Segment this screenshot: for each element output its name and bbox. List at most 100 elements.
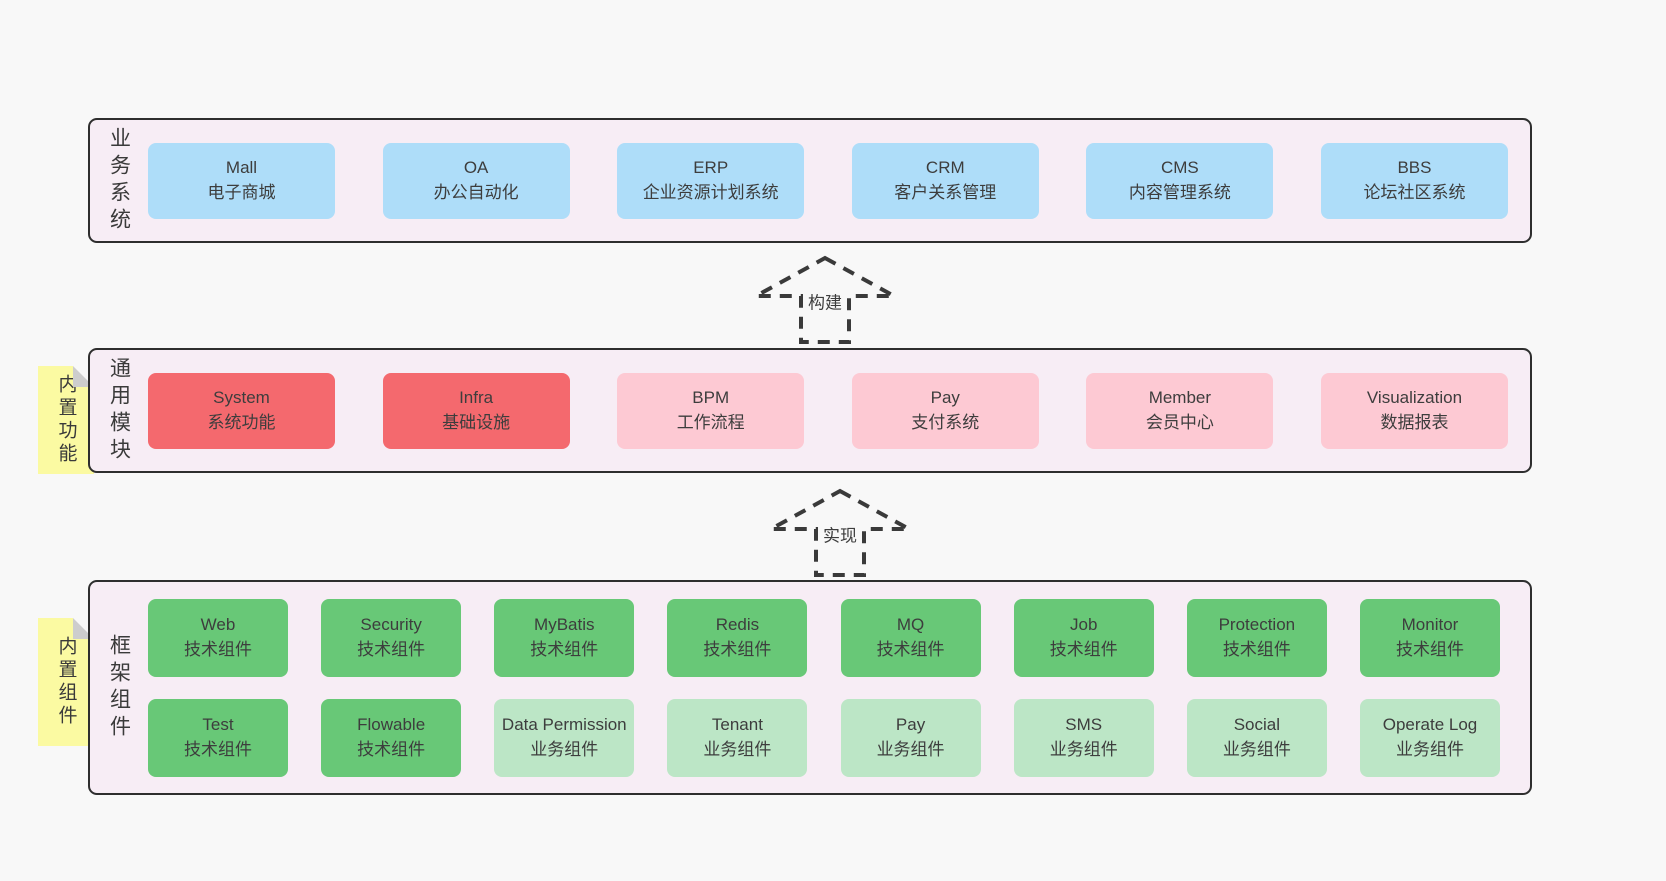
box-sms: SMS 业务组件 xyxy=(1013,698,1154,777)
box-title: Job xyxy=(1069,614,1098,634)
box-title: Protection xyxy=(1218,614,1296,634)
box-erp: ERP 企业资源计划系统 xyxy=(617,142,805,219)
arrow-build: 构建 xyxy=(750,254,900,346)
box-monitor: Monitor 技术组件 xyxy=(1359,598,1500,677)
arrow-implement-label: 实现 xyxy=(820,520,860,548)
box-title: Mall xyxy=(225,157,258,177)
box-subtitle: 数据报表 xyxy=(1380,412,1449,432)
note-label: 内置功能 xyxy=(55,374,77,466)
box-title: Tenant xyxy=(711,714,763,734)
box-web: Web 技术组件 xyxy=(148,598,288,677)
box-infra: Infra 基础设施 xyxy=(382,372,570,449)
box-subtitle: 工作流程 xyxy=(676,412,745,432)
box-subtitle: 技术组件 xyxy=(357,739,426,759)
box-subtitle: 业务组件 xyxy=(1222,739,1291,759)
band-common-modules: 通用模块 System 系统功能 Infra 基础设施 BPM 工作流程 Pay… xyxy=(88,348,1532,473)
box-subtitle: 技术组件 xyxy=(184,639,252,659)
sticky-note-builtin-features: 内置功能 xyxy=(38,366,94,474)
band-framework-components: 框架组件 Web 技术组件 Security 技术组件 MyBatis 技术组件… xyxy=(88,580,1532,795)
box-title: Operate Log xyxy=(1382,714,1478,734)
box-subtitle: 技术组件 xyxy=(184,739,252,759)
box-subtitle: 技术组件 xyxy=(1222,639,1291,659)
box-subtitle: 技术组件 xyxy=(1395,639,1464,659)
box-title: MyBatis xyxy=(534,614,595,634)
band-business-systems: 业务系统 Mall 电子商城 OA 办公自动化 ERP 企业资源计划系统 CRM… xyxy=(88,118,1532,243)
box-title: Redis xyxy=(715,614,760,634)
box-subtitle: 客户关系管理 xyxy=(894,182,997,202)
box-subtitle: 技术组件 xyxy=(357,639,426,659)
box-subtitle: 论坛社区系统 xyxy=(1363,182,1466,202)
box-subtitle: 电子商城 xyxy=(207,182,276,202)
box-subtitle: 业务组件 xyxy=(703,739,772,759)
box-subtitle: 企业资源计划系统 xyxy=(642,182,779,202)
framework-components-boxes: Web 技术组件 Security 技术组件 MyBatis 技术组件 Redi… xyxy=(148,582,1530,793)
box-title: MQ xyxy=(896,614,925,634)
box-redis: Redis 技术组件 xyxy=(667,598,808,677)
box-title: Monitor xyxy=(1401,614,1459,634)
box-subtitle: 支付系统 xyxy=(911,412,980,432)
box-subtitle: 办公自动化 xyxy=(433,182,519,202)
arrow-build-label: 构建 xyxy=(805,287,845,315)
box-protection: Protection 技术组件 xyxy=(1186,598,1327,677)
box-security: Security 技术组件 xyxy=(321,598,462,677)
box-pay-module: Pay 支付系统 xyxy=(851,372,1039,449)
box-title: Flowable xyxy=(357,714,426,734)
business-systems-boxes: Mall 电子商城 OA 办公自动化 ERP 企业资源计划系统 CRM 客户关系… xyxy=(148,120,1530,241)
common-modules-boxes: System 系统功能 Infra 基础设施 BPM 工作流程 Pay 支付系统… xyxy=(148,350,1530,471)
box-operate-log: Operate Log 业务组件 xyxy=(1359,698,1500,777)
box-subtitle: 会员中心 xyxy=(1145,412,1214,432)
box-subtitle: 系统功能 xyxy=(207,412,276,432)
box-subtitle: 技术组件 xyxy=(703,639,772,659)
box-mybatis: MyBatis 技术组件 xyxy=(494,598,635,677)
box-title: OA xyxy=(463,157,489,177)
box-title: CMS xyxy=(1160,157,1199,177)
box-bbs: BBS 论坛社区系统 xyxy=(1320,142,1508,219)
box-title: Social xyxy=(1233,714,1280,734)
box-title: Member xyxy=(1148,387,1212,407)
box-subtitle: 基础设施 xyxy=(442,412,511,432)
arrow-up-icon xyxy=(755,255,895,344)
box-pay-component: Pay 业务组件 xyxy=(840,698,981,777)
box-subtitle: 业务组件 xyxy=(1395,739,1464,759)
box-title: Test xyxy=(202,714,234,734)
box-title: Security xyxy=(360,614,422,634)
box-title: SMS xyxy=(1065,714,1103,734)
box-subtitle: 技术组件 xyxy=(1049,639,1118,659)
box-title: ERP xyxy=(693,157,729,177)
note-label: 内置组件 xyxy=(55,636,77,728)
box-job: Job 技术组件 xyxy=(1013,598,1154,677)
sticky-note-builtin-components: 内置组件 xyxy=(38,618,94,746)
band-label-common-modules: 通用模块 xyxy=(107,356,131,465)
band-label-framework-components: 框架组件 xyxy=(107,633,131,742)
box-title: CRM xyxy=(925,157,965,177)
box-system: System 系统功能 xyxy=(148,372,335,449)
box-subtitle: 业务组件 xyxy=(530,739,599,759)
box-flowable: Flowable 技术组件 xyxy=(321,698,462,777)
box-title: Data Permission xyxy=(501,714,627,734)
box-subtitle: 业务组件 xyxy=(1049,739,1118,759)
box-title: Pay xyxy=(895,714,926,734)
box-title: BPM xyxy=(692,387,730,407)
box-mall: Mall 电子商城 xyxy=(148,142,335,219)
box-subtitle: 技术组件 xyxy=(876,639,945,659)
box-title: Visualization xyxy=(1366,387,1463,407)
band-label-business-systems: 业务系统 xyxy=(107,126,131,235)
box-member: Member 会员中心 xyxy=(1086,372,1274,449)
box-subtitle: 内容管理系统 xyxy=(1128,182,1231,202)
box-tenant: Tenant 业务组件 xyxy=(667,698,808,777)
box-subtitle: 技术组件 xyxy=(530,639,599,659)
box-title: BBS xyxy=(1397,157,1432,177)
box-visualization: Visualization 数据报表 xyxy=(1320,372,1508,449)
box-bpm: BPM 工作流程 xyxy=(617,372,805,449)
box-title: Pay xyxy=(930,387,960,407)
box-title: Web xyxy=(200,614,236,634)
box-cms: CMS 内容管理系统 xyxy=(1086,142,1274,219)
box-social: Social 业务组件 xyxy=(1186,698,1327,777)
box-test: Test 技术组件 xyxy=(148,698,288,777)
arrow-implement: 实现 xyxy=(765,487,915,579)
box-data-permission: Data Permission 业务组件 xyxy=(494,698,635,777)
box-title: Infra xyxy=(459,387,494,407)
arrow-up-icon xyxy=(770,488,910,577)
box-crm: CRM 客户关系管理 xyxy=(851,142,1039,219)
